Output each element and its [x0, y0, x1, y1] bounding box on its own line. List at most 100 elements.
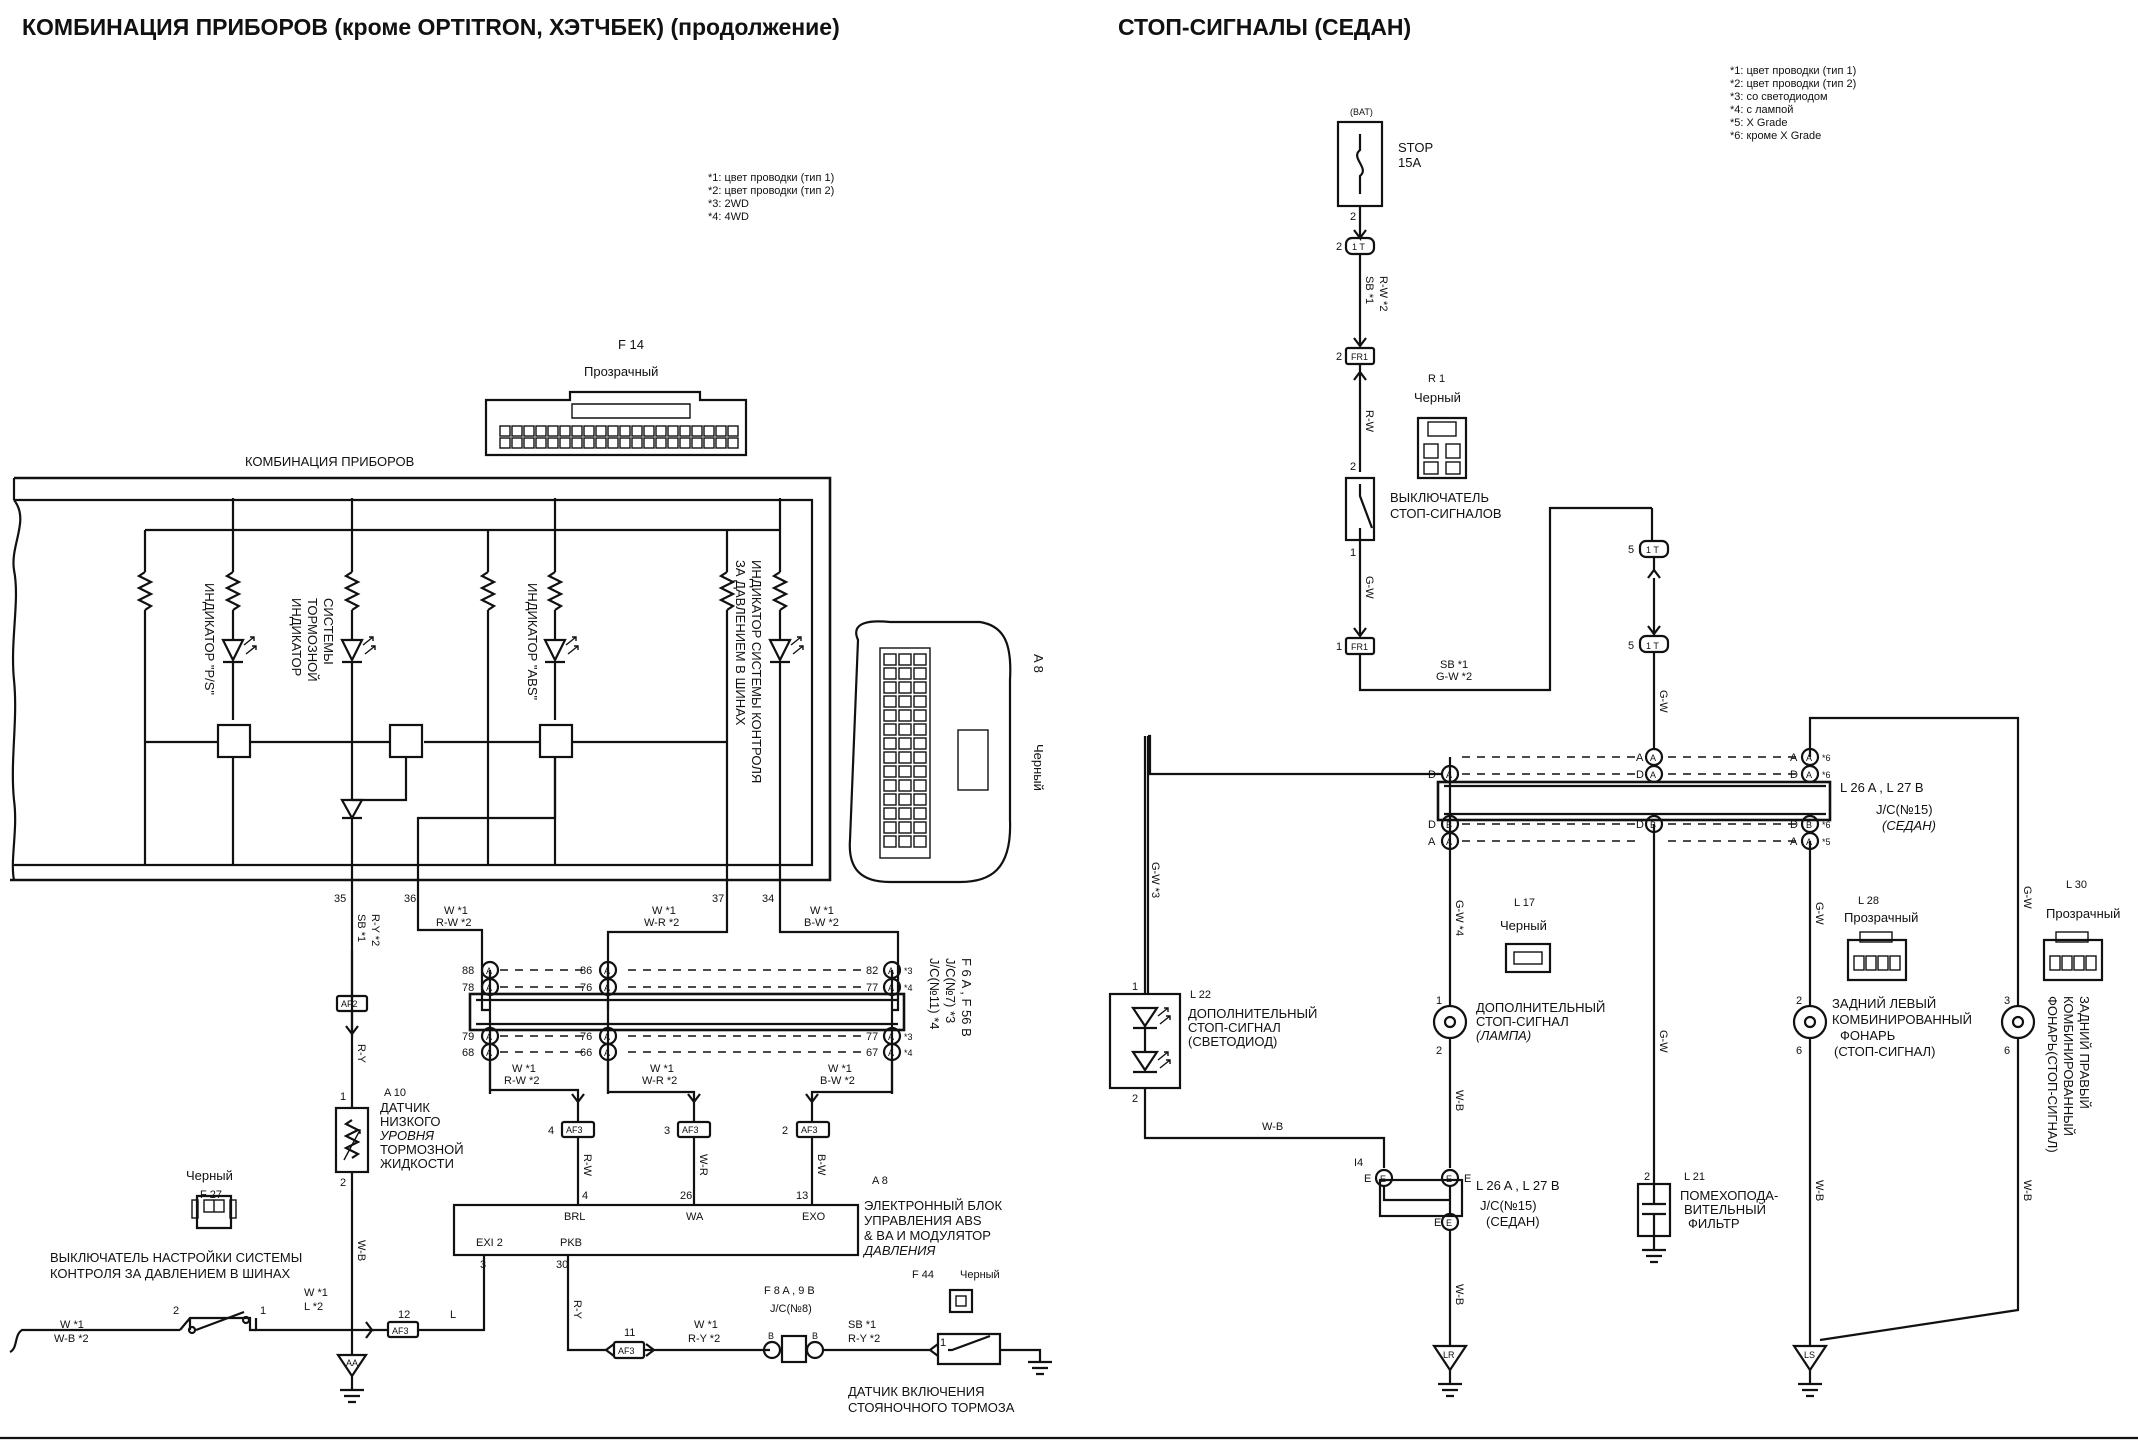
ecu-label: ЭЛЕКТРОННЫЙ БЛОК — [864, 1198, 1003, 1213]
pin-37: 37 — [712, 893, 724, 905]
left-jc-pin-labels: A A A A A A A A A A A A 88 78 86 76 82 7… — [462, 965, 913, 1059]
connector-pin-cell — [595, 425, 607, 437]
fr1-label: FR1 — [1351, 642, 1368, 652]
jc-pin: 68 — [462, 1047, 474, 1059]
jc8-name: J/C(№8) — [770, 1303, 812, 1315]
note: *6: кроме X Grade — [1730, 130, 1821, 142]
jc-row: A — [1428, 836, 1436, 848]
a10-label: ЖИДКОСТИ — [380, 1156, 454, 1171]
filter-label: ВИТЕЛЬНЫЙ — [1684, 1202, 1766, 1217]
jc-star: *3 — [904, 1032, 913, 1042]
jc-pin: 77 — [866, 1031, 878, 1043]
ecu-label: & BA И МОДУЛЯТОР — [864, 1228, 991, 1243]
rear-left-pin: 6 — [1796, 1045, 1802, 1057]
jc-letter: A — [1806, 837, 1812, 847]
wire-label: B-W *2 — [820, 1075, 855, 1087]
rear-right-color: Прозрачный — [2046, 906, 2120, 921]
lamp-label: (ЛАМПА) — [1476, 1028, 1531, 1043]
a10-label: НИЗКОГО — [380, 1114, 441, 1129]
connector-pin-cell — [715, 437, 727, 449]
fuse-name: STOP — [1398, 140, 1433, 155]
wire-label: W *1 — [304, 1287, 328, 1299]
switch-pin: 2 — [1350, 461, 1356, 473]
r1-id: R 1 — [1428, 373, 1445, 385]
f14-id: F 14 — [618, 337, 644, 352]
connector-pin-cell — [913, 765, 927, 778]
note: *2: цвет проводки (тип 2) — [1730, 78, 1856, 90]
jc-letter: B — [1446, 820, 1452, 830]
connector-pin-cell — [607, 437, 619, 449]
right-bottom-junction — [1374, 1168, 1464, 1346]
fuse-pin: 2 — [1350, 211, 1356, 223]
jc-row: A — [1790, 836, 1798, 848]
wire-label: SB *1 — [355, 914, 367, 942]
jc-letter: A — [1446, 770, 1452, 780]
jc-e: E — [1446, 1174, 1452, 1184]
a10-label: ДАТЧИК — [380, 1100, 430, 1115]
connector-pin-cell — [913, 835, 927, 848]
connector-pin-cell — [913, 807, 927, 820]
filter-label: ПОМЕХОПОДА- — [1680, 1188, 1778, 1203]
lamp-label: СТОП-СИГНАЛ — [1476, 1014, 1569, 1029]
connector-pin-cell — [523, 437, 535, 449]
connector-f44-icon — [948, 1288, 974, 1314]
wire-label: W *1 — [650, 1063, 674, 1075]
wire-label: B-W — [815, 1154, 827, 1176]
jc-pin: 82 — [866, 965, 878, 977]
jc-e-row: E — [1434, 1217, 1441, 1229]
connector-pin-cell — [883, 835, 897, 848]
ground-aa — [335, 1353, 369, 1404]
connector-pin-cell — [727, 437, 739, 449]
jc-letter: A — [1806, 753, 1812, 763]
jc-row: D — [1790, 819, 1798, 831]
ecu-term: BRL — [564, 1211, 585, 1223]
wire-label: G-W *4 — [1453, 900, 1465, 936]
wire-label: R-Y *2 — [369, 914, 381, 946]
jc-a: A — [604, 966, 610, 976]
jc-a: A — [888, 983, 894, 993]
indicator-ps-label: ИНДИКАТОР "P/S" — [202, 583, 217, 695]
lamp-id: L 17 — [1514, 897, 1535, 909]
wire-label: SB *1 — [848, 1319, 876, 1331]
a10-label: ТОРМОЗНОЙ — [380, 1142, 464, 1157]
connector-pin-cell — [631, 437, 643, 449]
connector-pin-cell — [883, 751, 897, 764]
wire-label: G-W — [1657, 1030, 1669, 1053]
lamp-color: Черный — [1500, 918, 1547, 933]
connector-pin-cell — [523, 425, 535, 437]
led-pin: 1 — [1132, 981, 1138, 993]
connector-pin-cell — [898, 779, 912, 792]
connector-pin-cell — [913, 709, 927, 722]
pin-36: 36 — [404, 893, 416, 905]
fuse-rating: 15A — [1398, 155, 1421, 170]
af3-pin: 11 — [624, 1327, 635, 1339]
left-jc-name1: J/C(№7) *3 — [943, 958, 958, 1023]
jc-bot-name2: (СЕДАН) — [1486, 1214, 1540, 1229]
connector-pin-cell — [571, 425, 583, 437]
connector-pin-cell — [559, 425, 571, 437]
connector-pin-cell — [883, 821, 897, 834]
fr1-pin: 1 — [1336, 641, 1342, 653]
jc8-id: F 8 A , 9 B — [764, 1285, 815, 1297]
note: *4: с лампой — [1730, 104, 1793, 116]
jc-pin: 67 — [866, 1047, 878, 1059]
connector-pin-cell — [913, 821, 927, 834]
jc-e-row: E — [1464, 1173, 1471, 1185]
conn-pin: 5 — [1628, 544, 1634, 556]
ecu-pin: 26 — [680, 1190, 692, 1202]
wire-label: W *1 — [444, 905, 468, 917]
connector-pin-cell — [727, 425, 739, 437]
jc8-b: B — [768, 1331, 774, 1341]
jc-row: D — [1790, 769, 1798, 781]
rear-left-pin: 2 — [1796, 995, 1802, 1007]
connector-pin-cell — [535, 437, 547, 449]
jc-pin: 78 — [462, 982, 474, 994]
wire-label: W-B — [2021, 1180, 2033, 1201]
connector-a8-icon — [848, 620, 1012, 884]
wire-label: G-W — [1813, 902, 1825, 925]
connector-pin-cell — [643, 437, 655, 449]
connector-pin-cell — [535, 425, 547, 437]
lamp-label: ДОПОЛНИТЕЛЬНЫЙ — [1476, 1000, 1605, 1015]
connector-pin-cell — [655, 437, 667, 449]
